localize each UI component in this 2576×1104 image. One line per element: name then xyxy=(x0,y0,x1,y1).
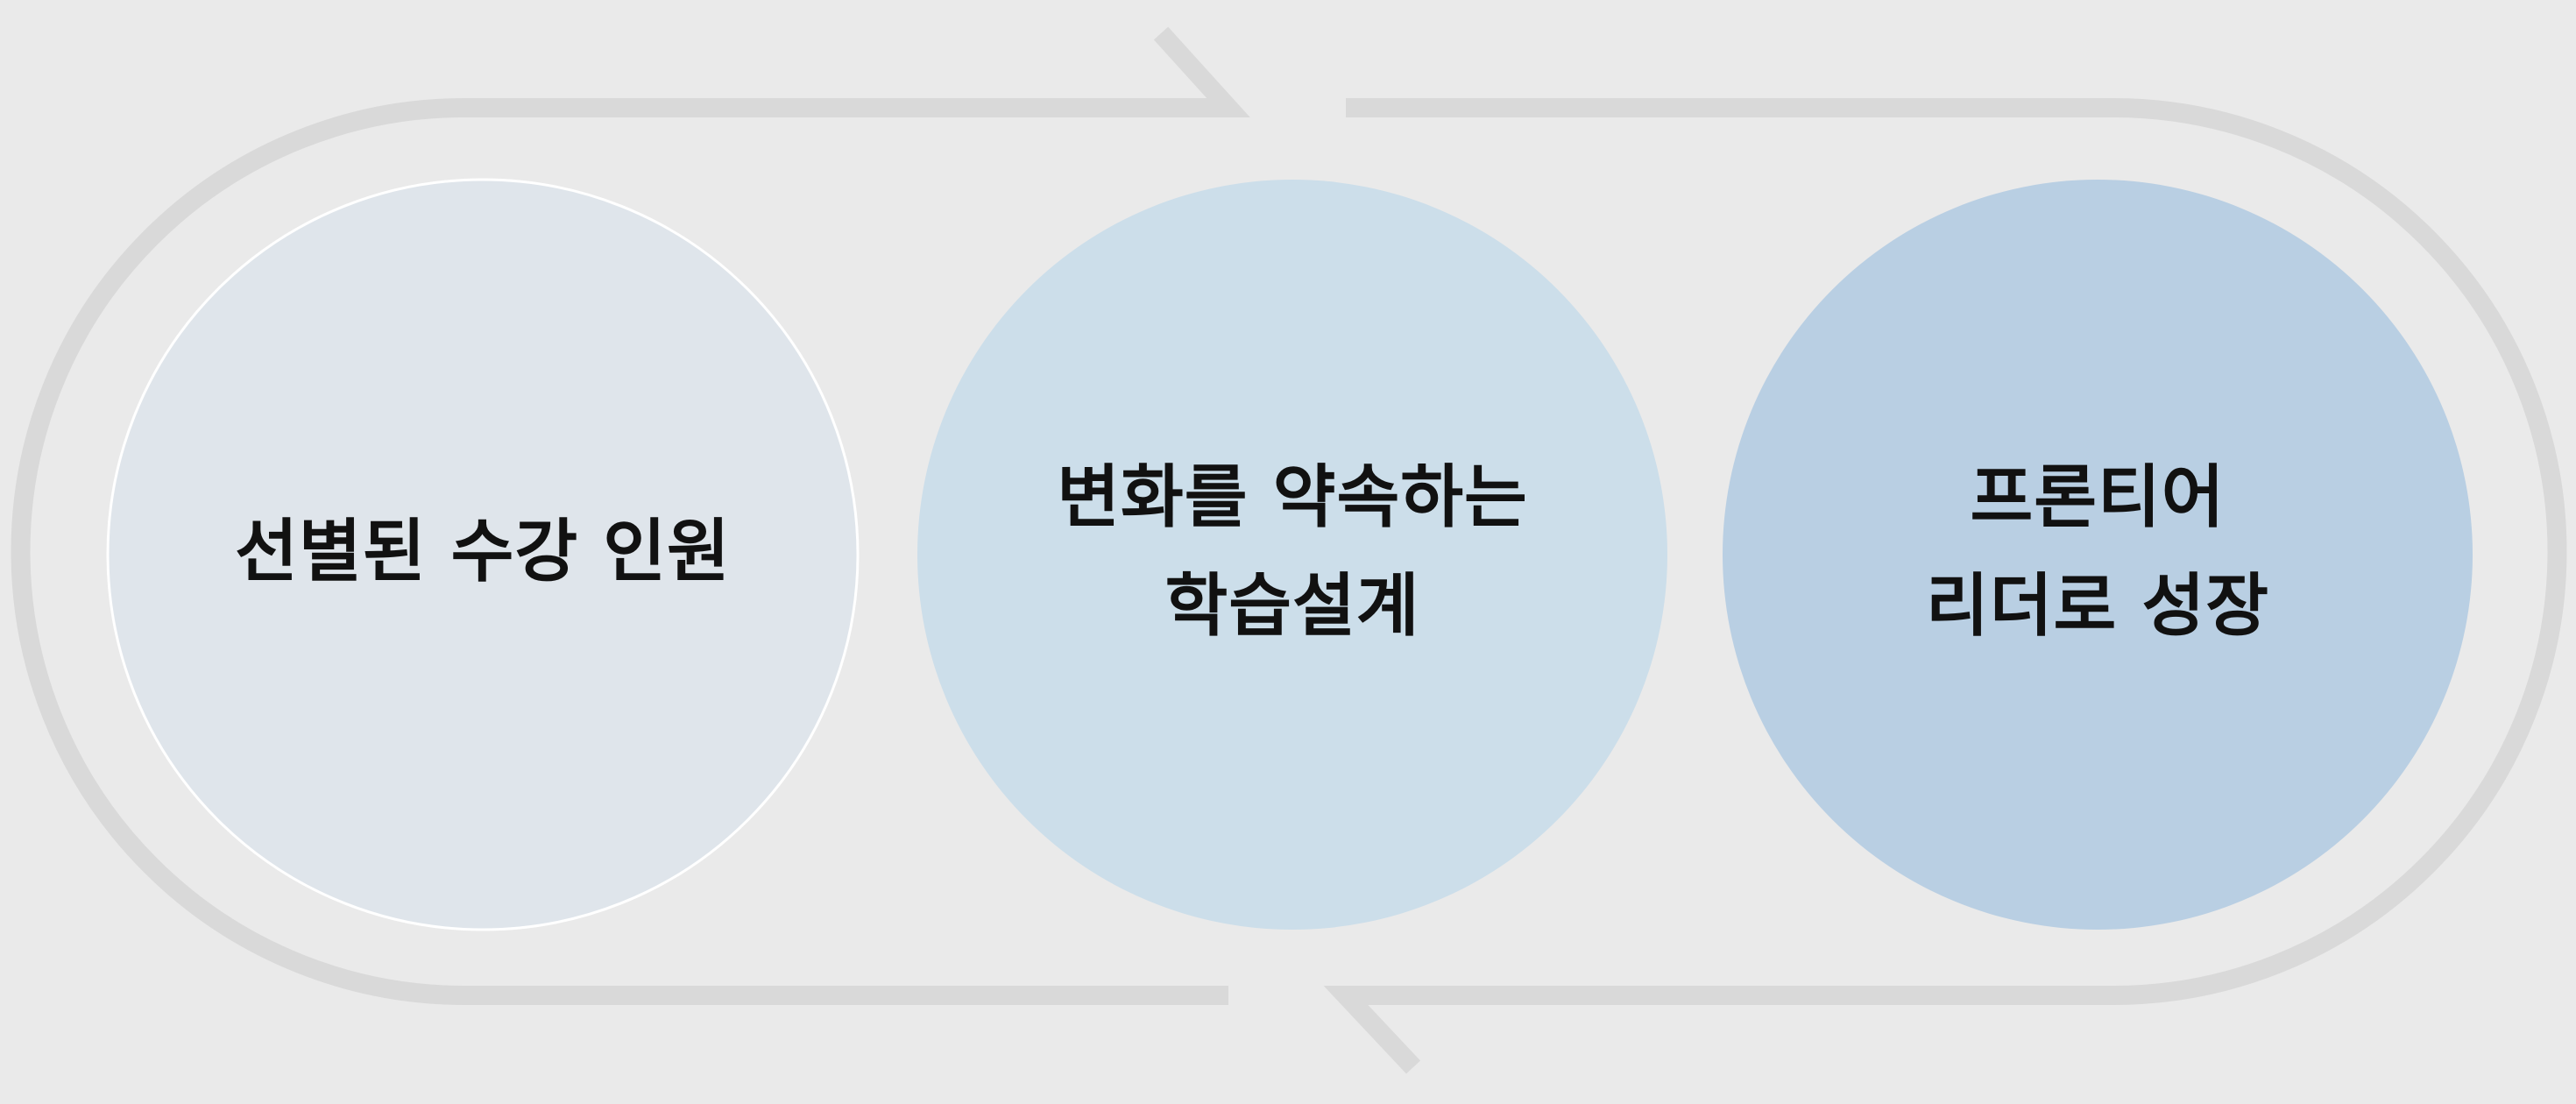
stage-label-1: 선별된 수강 인원 xyxy=(211,342,754,762)
stage-1-line-1: 선별된 수강 인원 xyxy=(235,513,731,591)
loop-arrows xyxy=(11,26,2567,1074)
stage-label-3: 프론티어 리더로 성장 xyxy=(1826,342,2369,762)
stage-label-2: 변화를 약속하는 학습설계 xyxy=(1021,342,1564,762)
stage-2-line-1: 변화를 약속하는 xyxy=(1057,458,1528,537)
stage-2-line-2: 학습설계 xyxy=(1164,567,1420,646)
stage-circle-1 xyxy=(106,178,860,931)
stage-3-line-1: 프론티어 xyxy=(1970,458,2226,537)
stage-circles xyxy=(106,178,2473,931)
stage-circle-3 xyxy=(1723,180,2473,930)
loop-arrow-bottom-right xyxy=(1323,98,2567,1074)
stage-3-line-2: 리더로 성장 xyxy=(1926,567,2269,646)
loop-arrow-top-left xyxy=(11,26,1250,1005)
stage-circle-2 xyxy=(917,180,1667,930)
